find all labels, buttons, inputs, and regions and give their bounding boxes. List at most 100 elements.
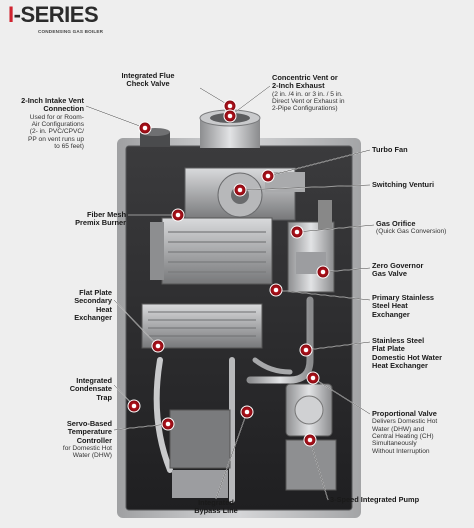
label-subtitle-line: Delivers Domestic Hot: [372, 418, 438, 426]
label-title-line: Heat: [95, 304, 112, 314]
label-title-line: Zero Governor: [372, 261, 424, 270]
label-title-line: Concentric Vent or: [272, 73, 338, 82]
exhaust-collar: [140, 109, 261, 148]
label-title-line: 3-Speed Integrated Pump: [330, 495, 420, 504]
primary-stainless-leader-line-core: [275, 289, 371, 301]
label-title-line: 2-Inch Intake Vent: [21, 96, 84, 105]
bypass-line-marker: [240, 405, 254, 419]
servo-controller-marker: [161, 417, 175, 431]
label-subtitle-line: (2 in. /4 in. or 3 in. / 5 in.: [272, 90, 343, 98]
intake-vent-marker: [138, 121, 152, 135]
label-title-line: Integrated: [198, 498, 234, 507]
label-title-line: Integrated: [76, 376, 112, 385]
piping: [126, 196, 314, 503]
concentric-vent-leader-line-core: [229, 85, 271, 117]
label-title-line: Integrated Flue: [121, 71, 175, 80]
label-title-line: Gas Valve: [372, 269, 407, 279]
label-title-line: Flat Plate: [372, 344, 405, 354]
label-title-line: Exchanger: [74, 312, 112, 322]
label-title-line: 2-Inch Exhaust: [272, 81, 325, 91]
label-subtitle-line: (Quick Gas Conversion): [376, 228, 447, 236]
concentric-vent-marker: [223, 109, 237, 123]
brand-logo: I-SERIES CONDENSING GAS BOILER: [8, 2, 103, 34]
label-title-line: Proportional Valve: [372, 409, 437, 418]
label-subtitle-line: Central Heating (CH): [372, 433, 434, 441]
brand-series: -SERIES: [13, 2, 99, 27]
label-subtitle-line: Water (DHW): [72, 452, 112, 460]
intake-vent-leader-line-core: [85, 105, 146, 129]
label-title-line: Check Valve: [126, 79, 170, 89]
label-title-line: Gas Orifice: [376, 219, 416, 228]
label-subtitle-line: Air Configurations: [31, 120, 84, 128]
servo-controller-leader-line-core: [113, 423, 169, 431]
switching-venturi-label: Switching Venturi: [372, 180, 472, 189]
label-subtitle-line: for Domestic Hot: [62, 444, 112, 452]
condensate-trap-marker: [127, 399, 141, 413]
label-title-line: Condensate: [69, 384, 112, 394]
label-title-line: Bypass Line: [194, 506, 238, 516]
label-subtitle-line: PP on vent runs up: [28, 135, 84, 143]
pump-assembly: [169, 383, 337, 498]
flat-plate-secondary-marker: [151, 339, 165, 353]
switching-venturi-marker: [233, 183, 247, 197]
turbo-fan-label: Turbo Fan: [372, 145, 462, 154]
turbo-fan-leader-line-core: [267, 149, 371, 177]
label-title-line: Turbo Fan: [372, 145, 408, 154]
gas-valve-block: [287, 200, 335, 293]
label-title-line: Temperature: [67, 427, 112, 437]
primary-stainless-marker: [269, 283, 283, 297]
label-title-line: Controller: [76, 435, 112, 445]
flat-plate-secondary-leader-line-core: [113, 299, 159, 347]
label-title-line: Connection: [43, 104, 84, 114]
label-subtitle-line: (2- in. PVC/CPVC/: [29, 128, 84, 136]
stainless-flat-plate-leader-line-core: [305, 341, 371, 351]
pump-leader-line-core: [309, 439, 329, 501]
zero-governor-leader-line-core: [322, 267, 371, 273]
gas-orifice-leader-line-core: [296, 224, 375, 233]
label-title-line: Flat Plate: [79, 288, 112, 297]
label-title-line: Exchanger: [372, 309, 410, 319]
label-title-line: Steel Heat: [372, 301, 408, 311]
gas-orifice-label: Gas Orifice(Quick Gas Conversion): [376, 219, 474, 236]
label-title-line: Domestic Hot Water: [372, 352, 442, 362]
label-title-line: Stainless Steel: [372, 336, 425, 345]
pump-marker: [303, 433, 317, 447]
pump-label: 3-Speed Integrated Pump: [330, 495, 470, 504]
turbo-fan-marker: [261, 169, 275, 183]
secondary-heat-exchanger: [141, 303, 263, 349]
gas-orifice-marker: [290, 225, 304, 239]
stainless-flat-plate-marker: [299, 343, 313, 357]
label-title-line: Heat Exchanger: [372, 360, 428, 370]
brand-subtitle: CONDENSING GAS BOILER: [38, 29, 104, 34]
proportional-valve-leader-line-core: [312, 377, 371, 415]
zero-governor-marker: [316, 265, 330, 279]
label-subtitle-line: to 65 feet): [54, 143, 84, 151]
switching-venturi-leader-line-core: [239, 184, 371, 191]
brand-bar: I: [8, 2, 14, 27]
label-title-line: Servo-Based: [66, 419, 112, 428]
label-title-line: Trap: [96, 392, 112, 402]
label-title-line: Fiber Mesh: [86, 210, 126, 219]
proportional-valve-marker: [306, 371, 320, 385]
label-subtitle-line: Water (DHW) and: [372, 425, 425, 433]
label-subtitle-line: 2-Pipe Configurations): [272, 105, 338, 113]
label-title-line: Premix Burner: [75, 218, 126, 228]
fiber-mesh-marker: [171, 208, 185, 222]
label-title-line: Secondary: [74, 296, 112, 306]
label-subtitle-line: Simultaneously: [372, 440, 417, 448]
burner-assembly: [150, 217, 273, 285]
label-subtitle-line: Direct Vent or Exhaust in: [272, 97, 345, 105]
